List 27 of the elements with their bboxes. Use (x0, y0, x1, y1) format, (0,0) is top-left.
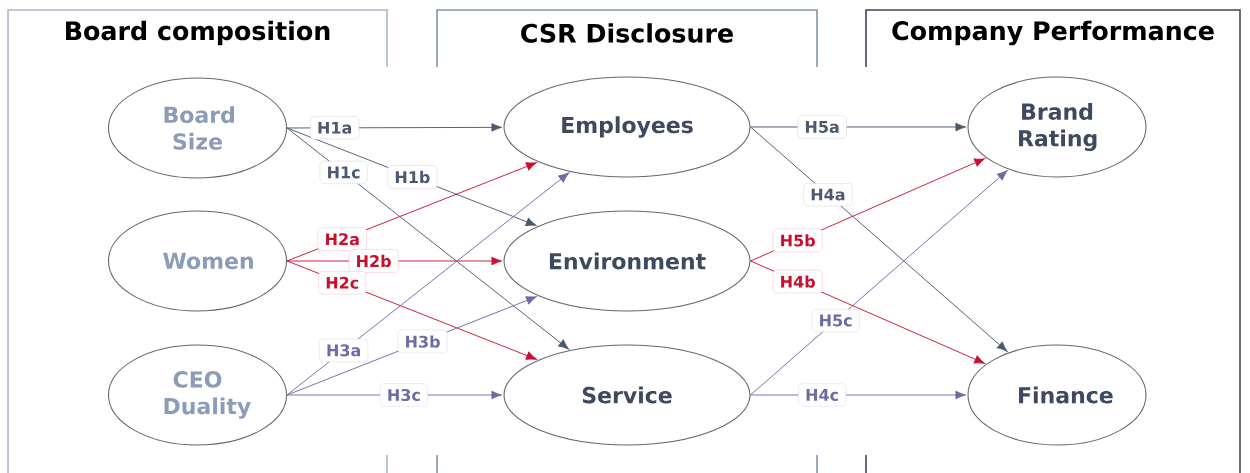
edge-label: H3a (319, 338, 369, 362)
ellipse-node: Environment (503, 210, 751, 312)
edge-label: H2b (348, 249, 399, 273)
edge-label: H5c (811, 309, 860, 333)
ellipse-node: Women (107, 210, 288, 312)
ellipse-node: Brand Rating (967, 76, 1147, 178)
ellipse-node: Board Size (107, 77, 288, 179)
edge-label: H1a (310, 116, 360, 140)
edge-label: H2a (317, 227, 367, 251)
edge-label: H3b (397, 329, 448, 354)
arrow (286, 127, 569, 350)
ellipse-node: Service (503, 344, 751, 446)
edge-label: H1c (319, 160, 368, 184)
edge-label: H2c (318, 271, 367, 295)
edge-label: H4c (798, 383, 847, 407)
edge-label: H5b (772, 228, 823, 253)
arrow (750, 126, 1008, 352)
ellipse-node: Employees (503, 76, 751, 178)
ellipse-node: Finance (967, 344, 1147, 446)
ellipse-node: CEO Duality (107, 344, 288, 446)
arrow (286, 172, 570, 396)
edge-label: H5a (797, 115, 847, 139)
edge-label: H3c (379, 383, 428, 407)
arrow (750, 170, 1008, 396)
edge-label: H4b (772, 269, 823, 294)
edge-label: H1b (387, 165, 438, 189)
edge-label: H4a (803, 183, 853, 207)
